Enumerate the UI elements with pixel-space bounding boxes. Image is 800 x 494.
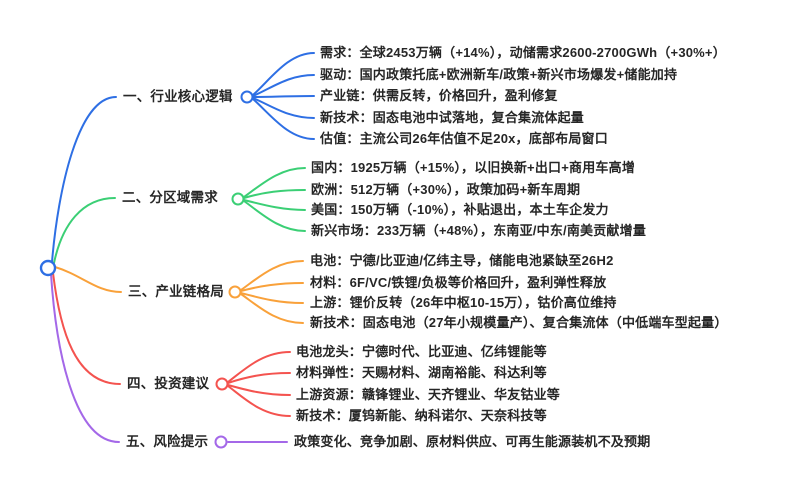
branch-1-node-dot[interactable]	[240, 90, 254, 104]
child-link	[252, 52, 315, 96]
child-link	[227, 385, 291, 417]
child-link	[252, 74, 315, 97]
child-node-emerging[interactable]: 新兴市场：233万辆（+48%），东南亚/中东/南美贡献增量	[311, 223, 647, 239]
branch-link	[51, 96, 117, 263]
child-node-demand[interactable]: 需求：全球2453万辆（+14%），动储需求2600-2700GWh（+30%+…	[320, 45, 726, 61]
child-node-china[interactable]: 国内：1925万辆（+15%），以旧换新+出口+商用车高增	[311, 160, 636, 176]
child-node-material-elastic[interactable]: 材料弹性：天赐材料、湖南裕能、科达利等	[296, 365, 547, 381]
child-node-upstream[interactable]: 上游：锂价反转（26年中枢10-15万），钴价高位维持	[310, 295, 617, 311]
branch-link	[52, 272, 121, 385]
child-link	[240, 292, 304, 304]
branch-node-industry-logic[interactable]: 一、行业核心逻辑	[123, 88, 233, 104]
child-link	[240, 282, 304, 292]
root-node-dot[interactable]	[39, 259, 57, 277]
child-link	[252, 97, 315, 119]
child-link	[243, 189, 306, 199]
child-node-materials[interactable]: 材料：6F/VC/铁锂/负极等价格回升，盈利弹性释放	[310, 275, 607, 291]
branch-node-investment[interactable]: 四、投资建议	[127, 375, 210, 391]
child-link	[252, 95, 315, 98]
child-node-chain[interactable]: 产业链：供需反转，价格回升，盈利修复	[320, 88, 558, 104]
child-node-battery[interactable]: 电池：宁德/比亚迪/亿纬主导，储能电池紧缺至26H2	[310, 253, 614, 269]
child-link	[252, 98, 315, 140]
child-link	[243, 200, 306, 232]
branch-node-risk[interactable]: 五、风险提示	[126, 433, 209, 449]
branch-3-node-dot[interactable]	[228, 285, 242, 299]
branch-node-supply-chain[interactable]: 三、产业链格局	[128, 283, 224, 299]
branch-4-node-dot[interactable]	[215, 377, 229, 391]
child-node-newtech-2[interactable]: 新技术：固态电池（27年小规模量产）、复合集流体（中低端车型起量）	[310, 315, 728, 331]
branch-5-node-dot[interactable]	[214, 435, 228, 449]
child-node-upstream-resources[interactable]: 上游资源：赣锋锂业、天齐锂业、华友钴业等	[296, 387, 561, 403]
child-link	[227, 351, 291, 383]
child-node-europe[interactable]: 欧洲：512万辆（+30%），政策加码+新车周期	[311, 182, 581, 198]
child-node-newtech[interactable]: 新技术：固态电池中试落地，复合集流体起量	[320, 110, 585, 126]
child-node-drivers[interactable]: 驱动：国内政策托底+欧洲新车/政策+新兴市场爆发+储能加持	[320, 67, 678, 83]
branch-link	[54, 266, 122, 293]
branch-node-regional-demand[interactable]: 二、分区域需求	[122, 189, 218, 205]
child-node-risk-items[interactable]: 政策变化、竞争加剧、原材料供应、可再生能源装机不及预期	[294, 434, 651, 450]
child-link	[240, 260, 304, 291]
child-link	[240, 293, 304, 324]
branch-link	[50, 273, 120, 443]
child-link	[243, 199, 306, 211]
child-link	[243, 167, 306, 198]
child-node-usa[interactable]: 美国：150万辆（-10%），补贴退出，本土车企发力	[311, 202, 609, 218]
child-link	[227, 372, 291, 384]
branch-2-node-dot[interactable]	[231, 192, 245, 206]
branch-link	[53, 197, 116, 264]
child-node-valuation[interactable]: 估值：主流公司26年估值不足20x，底部布局窗口	[320, 131, 608, 147]
child-node-battery-leaders[interactable]: 电池龙头：宁德时代、比亚迪、亿纬锂能等	[296, 344, 547, 360]
child-link	[227, 384, 291, 396]
child-node-newtech-stocks[interactable]: 新技术：厦钨新能、纳科诺尔、天奈科技等	[296, 408, 547, 424]
